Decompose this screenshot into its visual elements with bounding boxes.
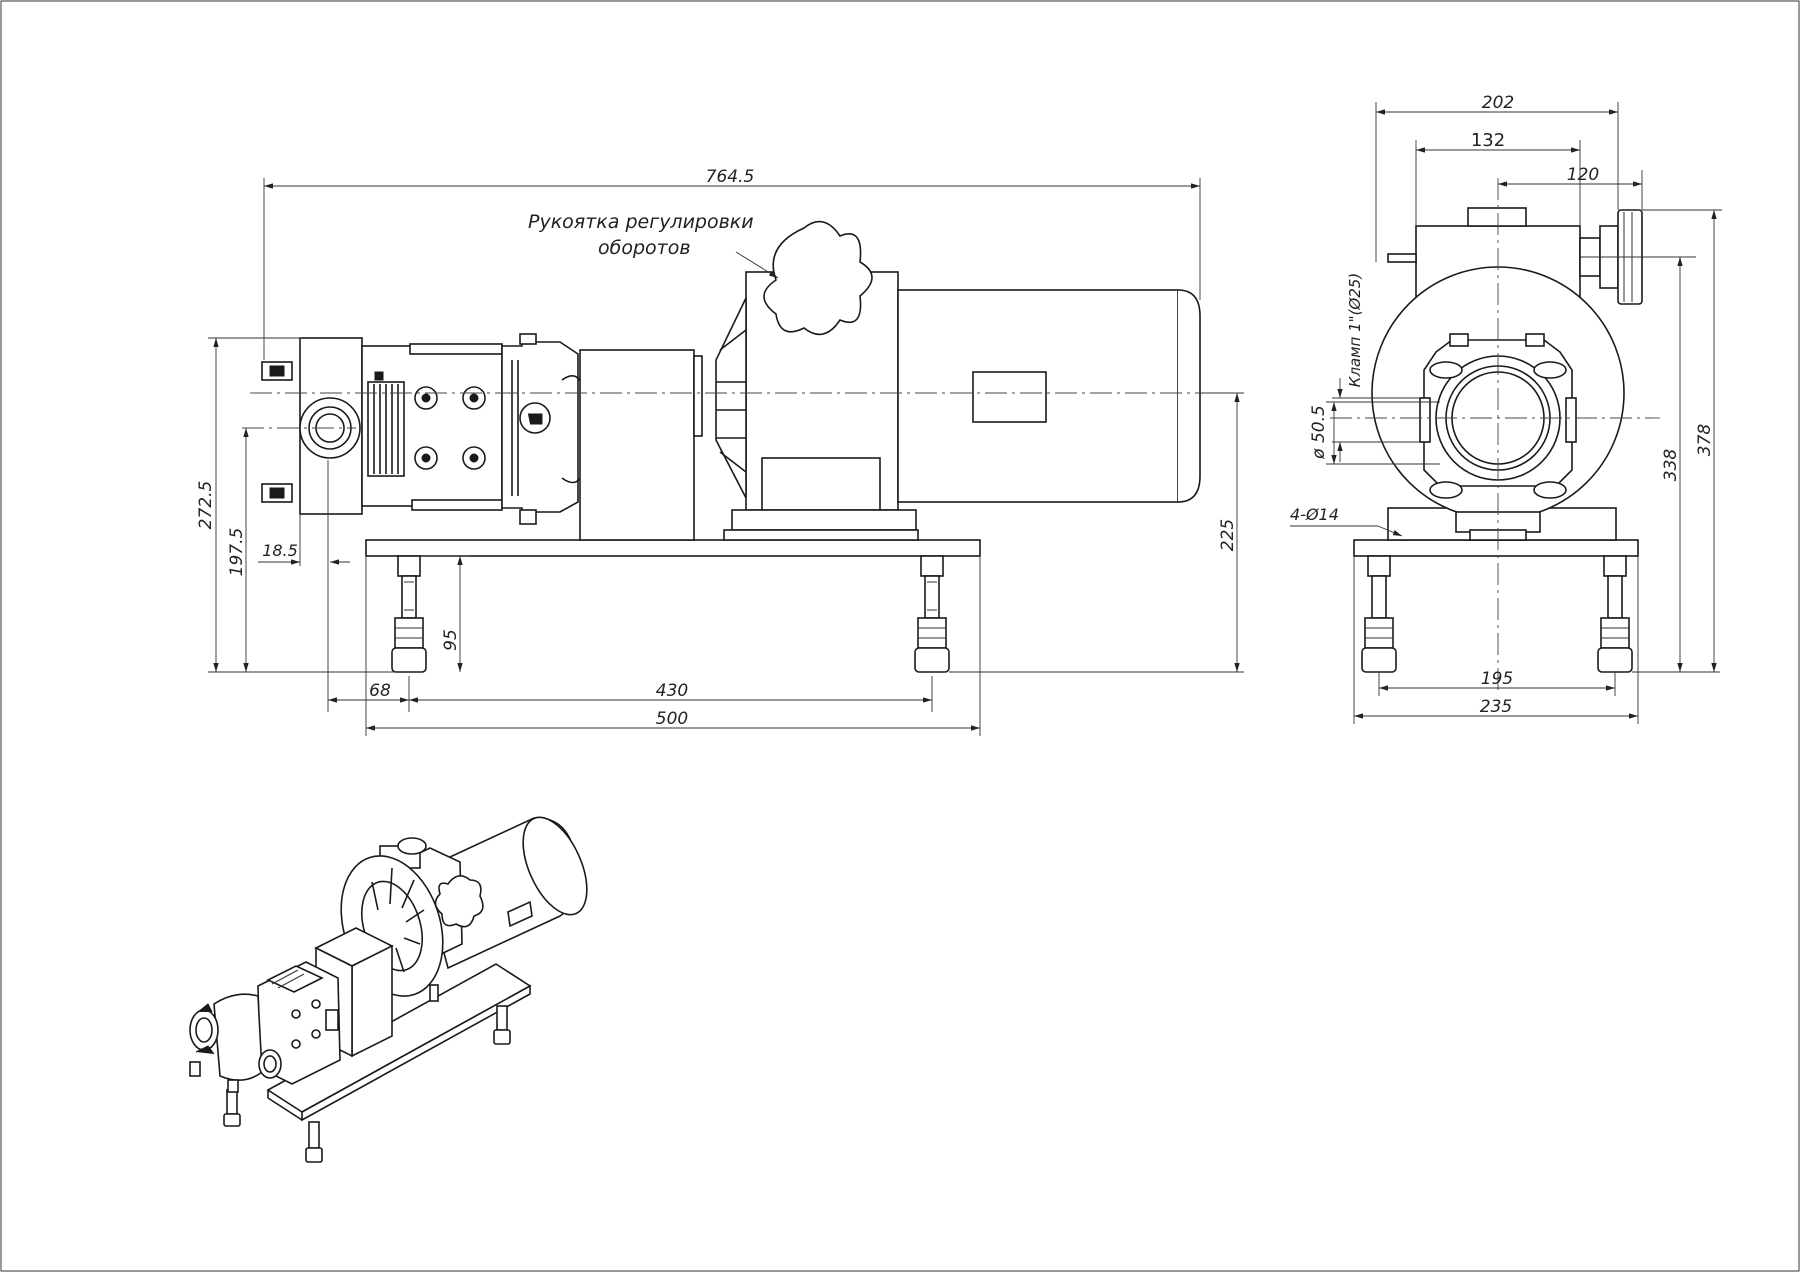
annotation-line-2: оборотов (598, 237, 691, 259)
dim-end-housing-width: 132 (1471, 130, 1505, 151)
motor-nameplate (972, 371, 1047, 423)
iso-pump-head (189, 961, 341, 1093)
end-leg-left (1361, 555, 1397, 673)
dim-end-port-diameter: ø 50.5 (1309, 405, 1329, 460)
dim-flange-offset: 18.5 (262, 541, 298, 560)
dim-end-total-height: 378 (1695, 424, 1715, 457)
end-leg-right (1597, 555, 1633, 673)
adjustment-knob-icon (763, 220, 873, 336)
base-plate (365, 539, 981, 557)
dim-end-shaft-height: 338 (1661, 449, 1681, 482)
gearbox (501, 333, 585, 525)
dim-end-holes: 4-Ø14 (1290, 505, 1339, 524)
dim-base-length: 500 (656, 709, 688, 729)
leg-rear (914, 555, 950, 673)
dim-front-overhang: 68 (369, 681, 391, 701)
dim-overall-length: 764.5 (706, 167, 755, 187)
dim-end-knob-offset: 120 (1567, 165, 1599, 185)
dim-end-clamp: Кламп 1"(Ø25) (1346, 273, 1364, 387)
coupling-guard (579, 349, 695, 541)
isometric-view (189, 816, 588, 1163)
dim-shaft-height: 225 (1218, 519, 1238, 551)
annotation-line-1: Рукоятка регулировки (528, 211, 754, 233)
pump-head (261, 337, 503, 515)
side-view: 764.5 272.5 197.5 18.5 95 68 430 500 (196, 167, 1244, 736)
dim-total-height: 272.5 (196, 481, 216, 530)
dim-leg-spacing: 430 (656, 681, 688, 701)
dim-end-overall-width: 202 (1482, 93, 1514, 113)
motor (897, 289, 1201, 503)
end-base-plate (1353, 539, 1639, 557)
end-view: 202 132 120 Кламп 1"(Ø25) ø 50.5 4-Ø14 1… (1290, 93, 1722, 724)
dim-inlet-height: 197.5 (227, 528, 247, 577)
leg-front (391, 555, 427, 673)
dim-end-leg-spacing: 195 (1481, 669, 1513, 689)
dim-end-base-width: 235 (1480, 697, 1512, 717)
dim-leg-height: 95 (441, 629, 461, 651)
